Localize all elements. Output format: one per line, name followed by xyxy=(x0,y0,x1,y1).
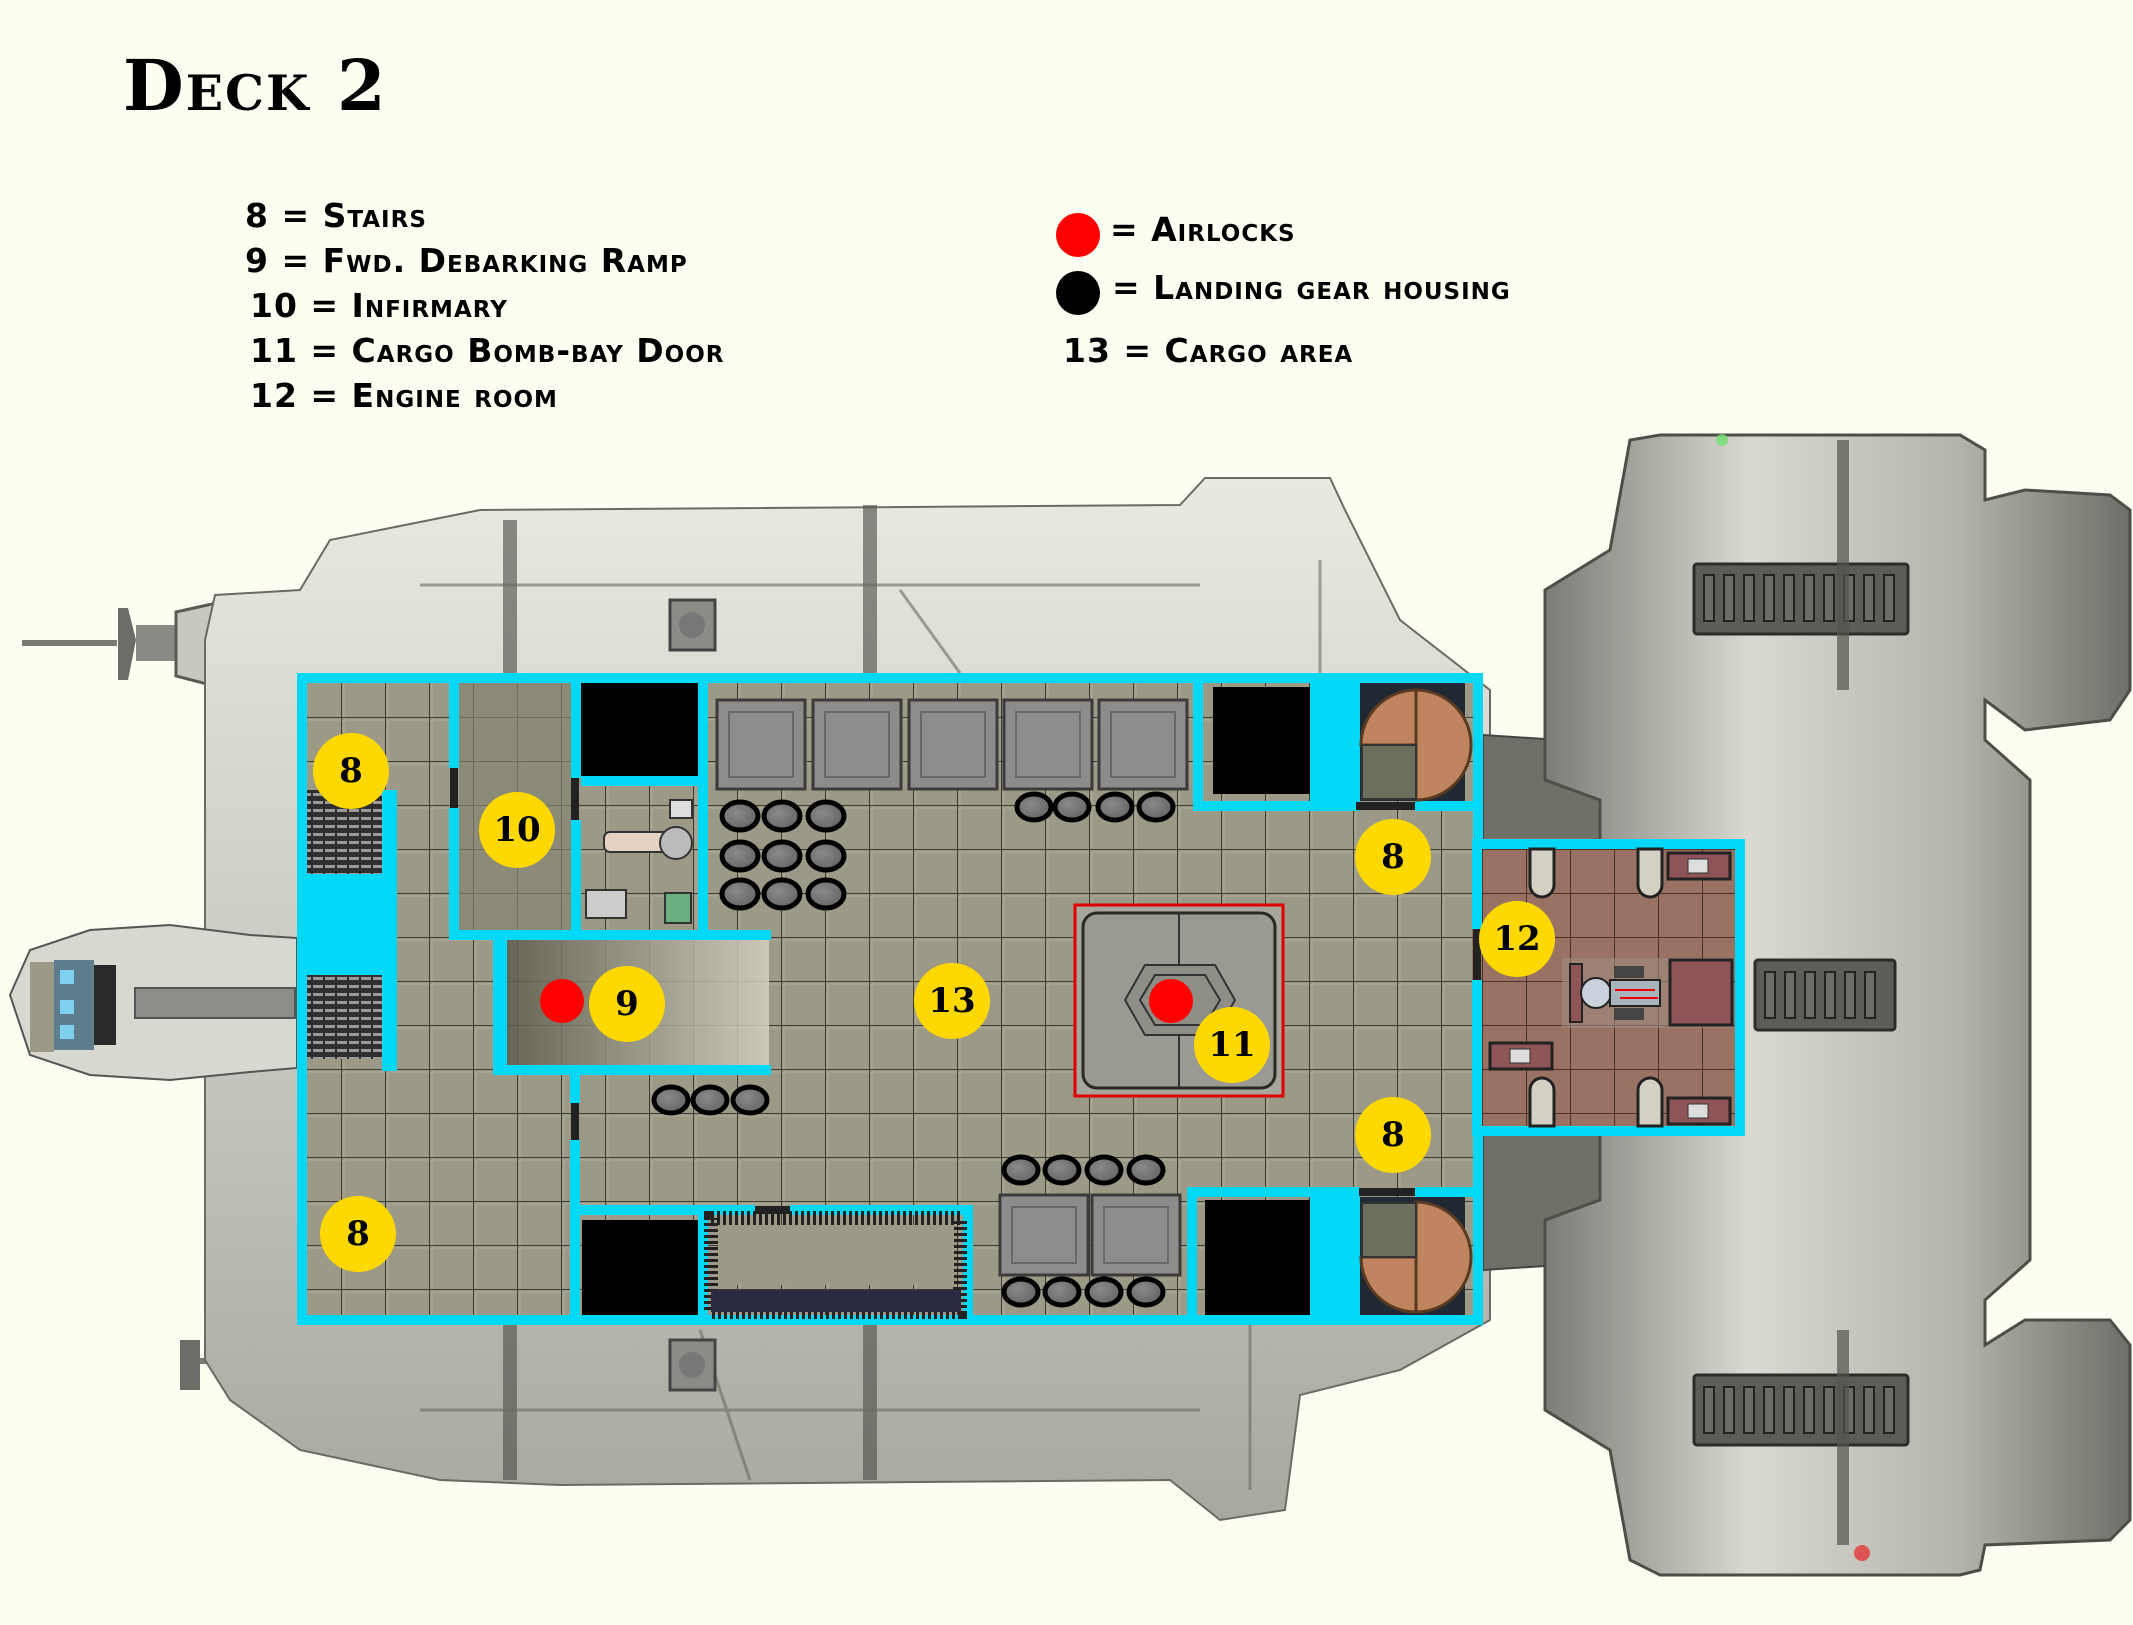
room-label-stairs[interactable]: 8 xyxy=(313,733,389,809)
airlock-marker-bomb-bay[interactable] xyxy=(1149,979,1193,1023)
console-area xyxy=(704,1211,967,1319)
legend-item-landing-gear: = Landing gear housing xyxy=(1112,268,1511,307)
room-label-stairs[interactable]: 8 xyxy=(1355,1097,1431,1173)
airlock-legend-icon xyxy=(1056,213,1100,257)
page-title: Deck 2 xyxy=(123,44,388,127)
spiral-stairs-bottom xyxy=(1359,1197,1473,1315)
landing-gear-housings xyxy=(581,683,1310,1315)
legend-item-cargo-area: 13 = Cargo area xyxy=(1063,331,1354,370)
legend-item-stairs: 8 = Stairs xyxy=(245,196,427,235)
infirmary-equipment xyxy=(585,799,693,924)
spiral-stairs-top xyxy=(1359,683,1473,802)
room-label-stairs[interactable]: 8 xyxy=(320,1196,396,1272)
walls xyxy=(297,673,1745,1325)
legend-item-airlocks: = Airlocks xyxy=(1110,210,1296,249)
room-label-stairs[interactable]: 8 xyxy=(1355,819,1431,895)
room-label-bomb-bay[interactable]: 11 xyxy=(1194,1007,1270,1083)
room-label-cargo-area[interactable]: 13 xyxy=(914,963,990,1039)
barrels xyxy=(651,791,1176,1308)
legend-item-ramp: 9 = Fwd. Debarking Ramp xyxy=(245,241,688,280)
room-label-engine-room[interactable]: 12 xyxy=(1479,901,1555,977)
airlock-marker-ramp[interactable] xyxy=(540,979,584,1023)
room-label-infirmary[interactable]: 10 xyxy=(479,792,555,868)
legend-item-bomb-bay: 11 = Cargo Bomb-bay Door xyxy=(250,331,725,370)
legend-item-engine-room: 12 = Engine room xyxy=(250,376,558,415)
legend-item-infirmary: 10 = Infirmary xyxy=(250,286,508,325)
room-label-ramp[interactable]: 9 xyxy=(589,966,665,1042)
landing-gear-legend-icon xyxy=(1056,271,1100,315)
engine-nacelles xyxy=(1543,433,2132,1577)
engine-equipment xyxy=(1488,847,1734,1128)
cargo-crates xyxy=(715,698,1189,1277)
